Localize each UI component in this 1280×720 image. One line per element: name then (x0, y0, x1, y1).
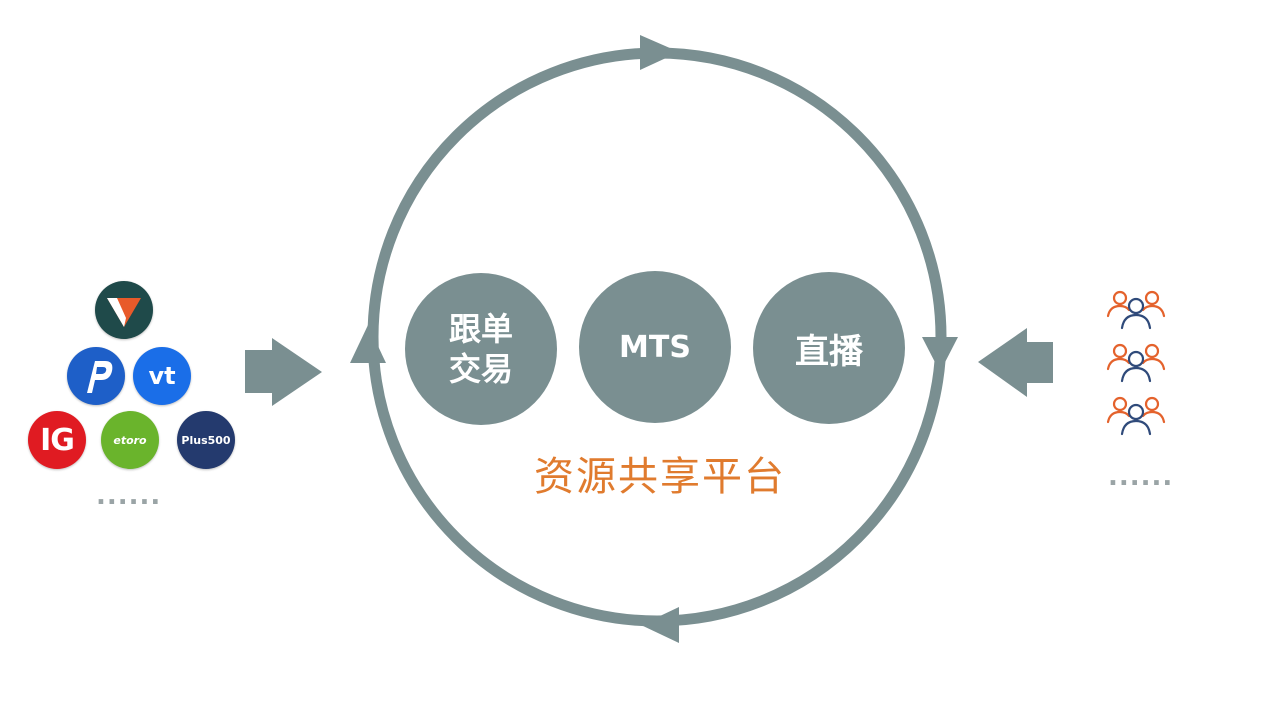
broker-logo-vt: vt (133, 347, 191, 405)
node-mts: MTS (579, 271, 731, 423)
node-copy-trading-label: 跟单 交易 (448, 310, 513, 388)
users-group-icon (1106, 343, 1166, 383)
cycle-arrow-top (640, 35, 679, 70)
users-group-icon (1106, 290, 1166, 330)
inflow-arrow-left (245, 338, 322, 406)
broker-logo-etoro: etoro (101, 411, 159, 469)
node-live-stream: 直播 (753, 272, 905, 424)
cycle-arrow-left (350, 325, 386, 363)
brokers-more-ellipsis: ...... (96, 481, 162, 511)
broker-logo-ig: IG (28, 411, 86, 469)
node-copy-trading: 跟单 交易 (405, 273, 557, 425)
users-group-icon (1106, 396, 1166, 436)
broker-logo-v (95, 281, 153, 339)
broker-logo-ig-text: IG (40, 422, 75, 458)
broker-logo-plus500-text: Plus500 (181, 433, 231, 447)
cycle-arrow-bottom (641, 607, 679, 643)
users-more-ellipsis: ...... (1108, 462, 1174, 492)
broker-logo-etoro-text: etoro (113, 433, 147, 447)
platform-caption: 资源共享平台 (534, 454, 786, 500)
p-mark-icon (87, 361, 113, 393)
node-mts-label: MTS (619, 329, 691, 365)
broker-logo-p (67, 347, 125, 405)
broker-logo-plus500: Plus500 (177, 411, 235, 469)
node-live-stream-label: 直播 (795, 331, 863, 372)
cycle-arrow-right (922, 337, 958, 372)
broker-logo-vt-text: vt (148, 362, 176, 390)
v-mark-icon (107, 298, 141, 327)
inflow-arrow-right (978, 328, 1053, 397)
